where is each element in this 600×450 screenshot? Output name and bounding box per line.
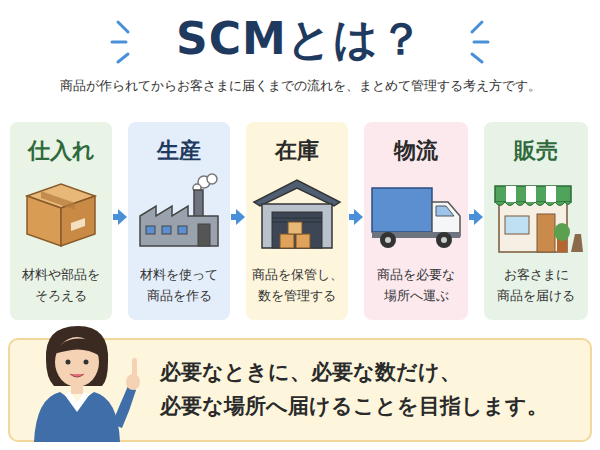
- panel-heading: 物流: [364, 136, 468, 166]
- process-panel: 生産材料を使って 商品を作る: [128, 122, 230, 320]
- arrow-head: [236, 209, 245, 225]
- message-banner: 必要なときに、必要な数だけ、 必要な場所へ届けることを目指します。: [8, 338, 592, 442]
- guide-woman: [16, 320, 156, 442]
- banner-message: 必要なときに、必要な数だけ、 必要な場所へ届けることを目指します。: [160, 356, 580, 423]
- panel-description: 商品を保管し、 数を管理する: [250, 264, 344, 307]
- panel-description: 材料や部品を そろえる: [14, 264, 108, 307]
- panel-heading: 在庫: [246, 136, 348, 166]
- flow-arrow: [349, 209, 363, 225]
- process-panel: 物流商品を必要な 場所へ運ぶ: [364, 122, 468, 320]
- subtitle: 商品が作られてからお客さまに届くまでの流れを、まとめて管理する考え方です。: [0, 78, 600, 95]
- factory-icon: [134, 172, 224, 252]
- arrow-head: [474, 209, 483, 225]
- warehouse-icon: [250, 172, 344, 252]
- panel-heading: 仕入れ: [10, 136, 112, 166]
- arrow-head: [354, 209, 363, 225]
- process-panel: 販売お客さまに 商品を届ける: [484, 122, 588, 320]
- panel-heading: 生産: [128, 136, 230, 166]
- flow-arrow: [113, 209, 127, 225]
- panel-description: お客さまに 商品を届ける: [488, 264, 584, 307]
- title: SCMとは？: [0, 10, 600, 69]
- panel-description: 材料を使って 商品を作る: [132, 264, 226, 307]
- flow-arrow: [231, 209, 245, 225]
- truck-icon: [368, 182, 464, 252]
- shop-icon: [489, 172, 583, 256]
- box-icon: [19, 174, 103, 250]
- process-panel: 在庫商品を保管し、 数を管理する: [246, 122, 348, 320]
- process-panel: 仕入れ材料や部品を そろえる: [10, 122, 112, 320]
- panel-heading: 販売: [484, 136, 588, 166]
- flow-arrow: [469, 209, 483, 225]
- arrow-head: [118, 209, 127, 225]
- panel-description: 商品を必要な 場所へ運ぶ: [368, 264, 464, 307]
